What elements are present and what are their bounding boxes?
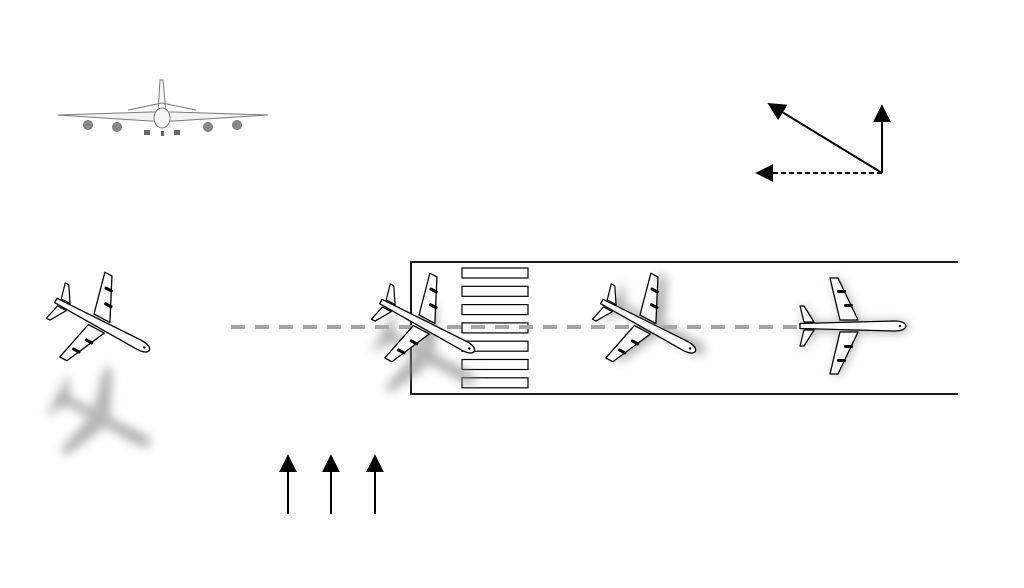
- threshold-stripe: [461, 285, 529, 297]
- aircraft-approach: [32, 257, 173, 394]
- wind-arrows: [279, 454, 384, 514]
- vector-diagram: [755, 103, 891, 182]
- threshold-stripe: [461, 358, 529, 371]
- threshold-stripe: [461, 304, 529, 316]
- front-view-aircraft: [57, 79, 269, 136]
- resultant-arrow: [767, 103, 883, 174]
- threshold-stripe: [461, 377, 529, 389]
- threshold-stripe: [461, 267, 529, 279]
- aircraft-aligned: [799, 277, 907, 375]
